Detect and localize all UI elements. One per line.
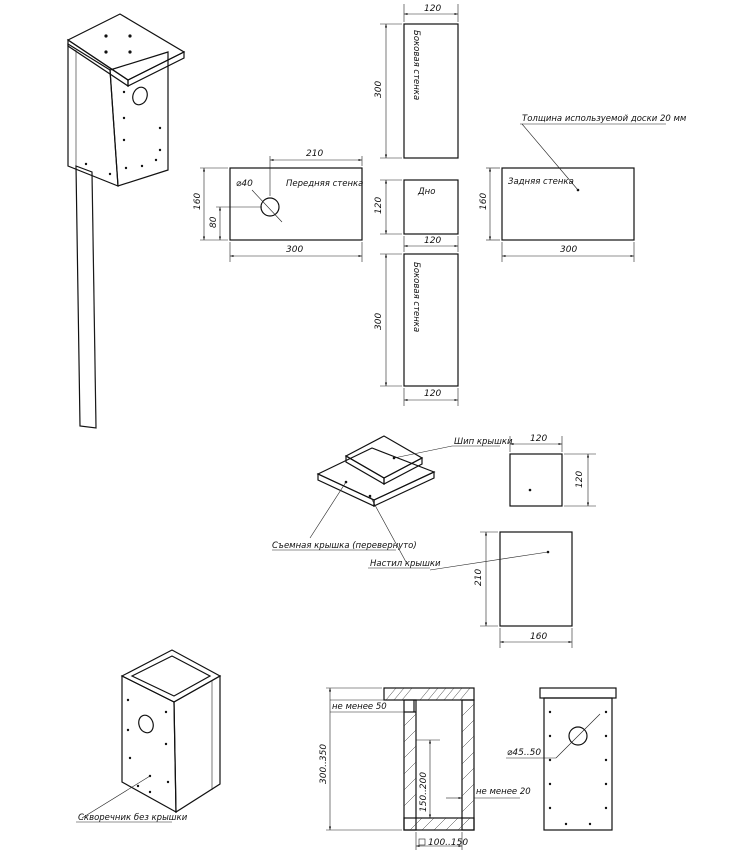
side-wall-bottom-label: Боковая стенка [411, 262, 421, 332]
dim-sec-100-150: 100..150 [428, 838, 468, 848]
dim-front-160: 160 [193, 193, 203, 210]
bottom-label: Дно [417, 187, 435, 197]
dim-back-300: 300 [560, 245, 577, 255]
dim-sec-150-200: 150..200 [419, 772, 429, 812]
side-wall-top-label: Боковая стенка [411, 30, 421, 100]
dim-sec-min50: не менее 50 [332, 702, 387, 712]
birdhouse-no-roof-label: Скворечник без крышки [78, 813, 188, 823]
roof-deck-label: Настил крышки [370, 559, 441, 569]
thickness-note: Толщина используемой доски 20 мм [522, 114, 687, 124]
front-wall-part: Передняя стенка 210 ⌀40 160 80 300 [193, 149, 363, 262]
dim-bottom-120-v: 120 [374, 197, 384, 214]
bottom-part: Дно 120 120 [374, 179, 459, 252]
dim-front-40: ⌀40 [236, 179, 253, 189]
dim-side-bot-300: 300 [374, 313, 384, 330]
dim-deck-210: 210 [474, 569, 484, 586]
roof-deck-part: 210 160 [429, 531, 573, 648]
dim-tenon-120-h: 120 [530, 434, 547, 444]
roof-tenon-label: Шип крышки [454, 437, 513, 447]
dim-deck-160: 160 [530, 632, 547, 642]
dim-sec-300-350: 300..350 [319, 744, 329, 784]
dim-front-300: 300 [286, 245, 303, 255]
roof-tenon-part: 120 120 [509, 434, 596, 507]
dim-front-210: 210 [306, 149, 323, 159]
side-wall-top-part: Боковая стенка 120 300 [374, 4, 459, 159]
dim-bottom-120-h: 120 [424, 236, 441, 246]
dim-sec-min20: не менее 20 [476, 787, 531, 797]
dim-side-top-300: 300 [374, 81, 384, 98]
dim-side-bot-120: 120 [424, 389, 441, 399]
birdhouse-no-roof-iso: Скворечник без крышки [76, 649, 222, 823]
back-wall-part: Задняя стенка Толщина используемой доски… [479, 114, 687, 262]
front-view: ⌀45..50 [506, 687, 617, 831]
dim-back-160: 160 [479, 193, 489, 210]
cross-section: не менее 50 300..350 150..200 не менее 2… [319, 687, 531, 850]
dim-fr-hole: ⌀45..50 [507, 748, 541, 758]
removable-roof-iso: Шип крышки Съемная крышка (перевернуто) … [272, 435, 513, 569]
removable-roof-label: Съемная крышка (перевернуто) [272, 541, 417, 551]
birdhouse-on-pole [66, 13, 186, 429]
front-wall-label: Передняя стенка [286, 179, 363, 189]
dim-side-top-120: 120 [424, 4, 441, 14]
back-wall-label: Задняя стенка [508, 177, 574, 187]
dim-tenon-120-v: 120 [575, 471, 585, 488]
side-wall-bottom-part: Боковая стенка 300 120 [374, 253, 459, 406]
dim-front-80: 80 [209, 216, 219, 228]
